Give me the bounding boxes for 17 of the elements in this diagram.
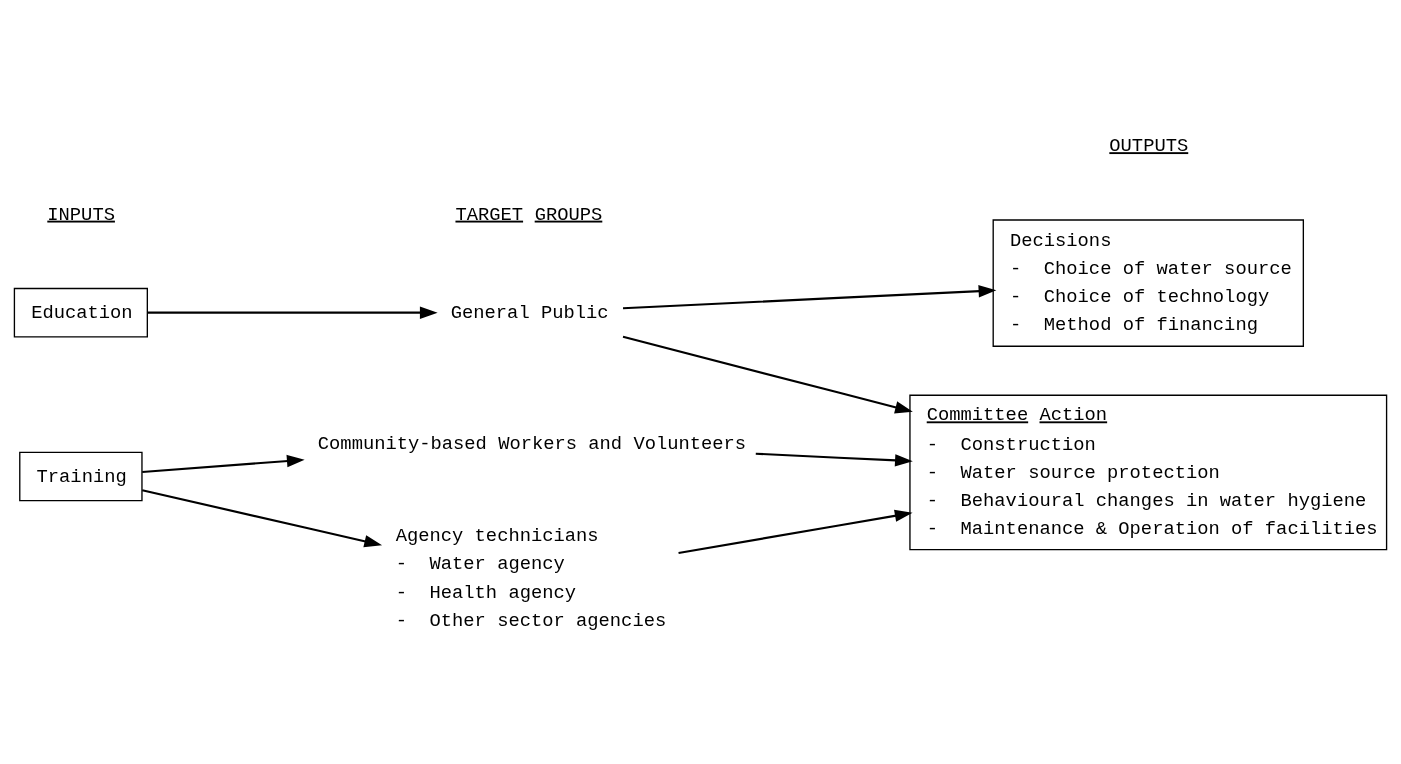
label: INPUTS (47, 203, 115, 226)
node-box: Education (13, 287, 148, 338)
node-text: Agency technicians - Water agency - Health agency - Other sector agencies (395, 524, 667, 632)
node-box: Training (19, 451, 143, 501)
arrow (622, 284, 997, 309)
arrow (147, 305, 438, 319)
node-box: Decisions - Choice of water source - Choice of technology - Method of financing (992, 218, 1304, 347)
node-box: Committee Action - Construction - Water source protection - Behavioural changes in water hygiene - Maintenance & Operation of facilities (909, 394, 1388, 550)
node-text: Community-based Workers and Volunteers (317, 432, 747, 455)
arrow (678, 509, 913, 554)
arrow (755, 452, 913, 467)
arrow (142, 454, 305, 473)
arrow (142, 488, 383, 547)
arrow (622, 335, 913, 413)
label: TARGET GROUPS (455, 203, 603, 226)
node-text: General Public (450, 301, 609, 324)
label: OUTPUTS (1109, 134, 1189, 157)
